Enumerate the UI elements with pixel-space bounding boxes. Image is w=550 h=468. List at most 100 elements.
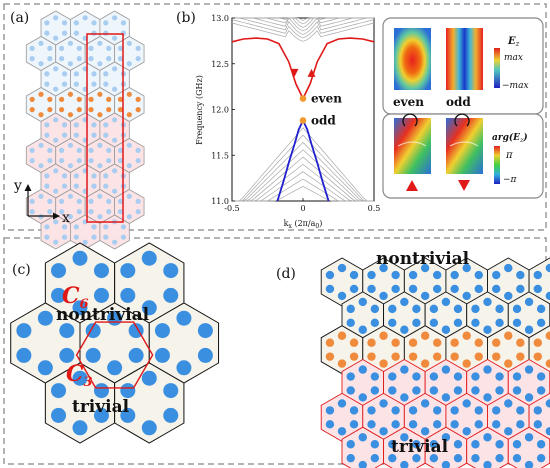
lattice-rod [524, 433, 534, 442]
even-point-label: even [311, 92, 342, 106]
dielectric-rod [93, 407, 109, 423]
lattice-rod [47, 96, 53, 102]
lattice-rod [44, 30, 50, 36]
lattice-rod [533, 352, 542, 361]
lattice-rod [67, 112, 74, 118]
lattice-rod [379, 399, 388, 408]
dielectric-rod [51, 407, 67, 423]
lattice-rod [82, 239, 88, 245]
lattice-rod [349, 406, 359, 415]
lattice-rod [47, 45, 53, 52]
dielectric-rod [120, 383, 136, 399]
lattice-rod [391, 420, 400, 429]
lattice-rod [106, 56, 112, 62]
lattice-rod [61, 173, 68, 179]
lattice-rod [358, 365, 367, 374]
even-mode-point [299, 95, 307, 102]
lattice-rod [61, 71, 68, 77]
plot-frame [231, 17, 375, 202]
lattice-rod [346, 386, 355, 395]
lattice-rod [412, 318, 421, 327]
lattice-rod [441, 297, 451, 307]
dielectric-rod [93, 383, 109, 399]
lattice-rod [370, 372, 380, 381]
lattice-rod [29, 147, 35, 153]
lattice-rod [358, 433, 367, 442]
lattice-rod [536, 318, 546, 327]
lattice-rod [88, 107, 94, 113]
lattice-rod [400, 433, 409, 442]
lattice-rod [337, 263, 347, 273]
dielectric-rod [120, 287, 136, 303]
y-ticks: 11.011.512.012.513.0 [211, 14, 235, 206]
lattice-rod [349, 338, 359, 347]
panel-a [25, 10, 145, 250]
lattice-rod [106, 209, 112, 215]
lattice-rod [453, 318, 463, 327]
lattice-rod [492, 338, 501, 347]
lattice-rod [120, 224, 127, 230]
lattice-rod [495, 440, 504, 449]
dielectric-rod [176, 360, 192, 376]
lattice-rod [59, 107, 65, 113]
lattice-rod [533, 270, 542, 280]
lattice-rod [441, 433, 451, 442]
lattice-rod [97, 40, 103, 46]
lattice-rod [545, 263, 550, 273]
lattice-rod [106, 147, 112, 153]
lattice-rod [495, 372, 504, 381]
lattice-rod [536, 440, 546, 449]
lattice-rod [545, 291, 550, 301]
lattice-rod [76, 158, 82, 164]
lattice-rod [400, 460, 409, 468]
lattice-rod [453, 372, 463, 381]
lattice-rod [471, 440, 480, 449]
lattice-rod [126, 61, 132, 67]
lattice-rod [112, 35, 118, 41]
lattice-rod [135, 147, 141, 153]
lattice-rod [117, 107, 124, 113]
lattice-rod [367, 406, 376, 415]
lattice-rod [379, 427, 388, 436]
lattice-rod [358, 297, 367, 307]
even-field-label: even [393, 95, 424, 109]
lattice-rod [29, 209, 35, 215]
lattice-rod [91, 20, 97, 26]
lattice-rod [346, 453, 355, 463]
lattice-rod [67, 61, 74, 67]
lattice-rod [91, 132, 97, 138]
lattice-rod [29, 107, 35, 113]
lattice-rod [59, 56, 65, 62]
lattice-rod [450, 270, 459, 280]
lattice-rod [38, 112, 44, 118]
lattice-rod [391, 338, 400, 347]
lattice-rod [76, 107, 82, 113]
lattice-rod [441, 460, 451, 468]
lattice-rod [59, 198, 65, 204]
lattice-rod [97, 142, 103, 148]
lattice-rod [59, 209, 65, 215]
lattice-rod [47, 107, 53, 113]
lattice-rod [370, 453, 380, 463]
nontrivial-label-d: nontrivial [376, 249, 470, 269]
lattice-rod [76, 209, 82, 215]
lattice-rod [117, 198, 124, 204]
lattice-rod [103, 122, 109, 128]
lattice-rod [474, 352, 483, 361]
bulk-band-lower [232, 186, 374, 202]
panel-b-label: (b) [176, 10, 196, 26]
x-axis-label: kx (2π/a0) [284, 219, 323, 230]
lattice-rod [88, 209, 94, 215]
lattice-rod [536, 304, 546, 314]
lattice-rod [103, 20, 109, 26]
lattice-rod [97, 91, 103, 97]
lattice-rod [471, 453, 480, 463]
bulk-band-lower [232, 134, 374, 202]
field-scale-min: −max [502, 81, 529, 91]
lattice-rod [412, 453, 421, 463]
lattice-rod [120, 234, 127, 240]
lattice-rod [346, 440, 355, 449]
lattice-rod [112, 239, 118, 245]
lattice-rod [346, 372, 355, 381]
